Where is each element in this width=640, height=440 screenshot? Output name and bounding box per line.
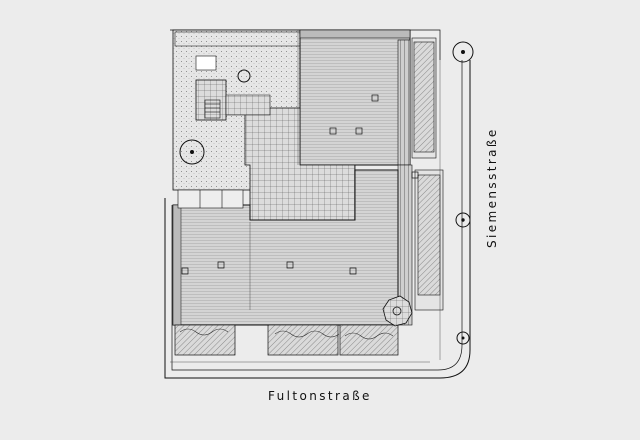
building-north (299, 29, 411, 166)
west-annex (177, 189, 244, 209)
stair-icon (195, 55, 221, 119)
tree-icon (179, 41, 474, 345)
street-label-east: Siemensstraße (485, 127, 499, 248)
central-plaza (195, 79, 356, 221)
pavilion (382, 295, 413, 327)
column-icon (181, 94, 419, 275)
planters-south (174, 324, 399, 356)
street-label-south: Fultonstraße (268, 389, 372, 403)
planter-icon (179, 328, 394, 340)
dimension-lines (170, 30, 441, 363)
planters-east (413, 41, 441, 296)
